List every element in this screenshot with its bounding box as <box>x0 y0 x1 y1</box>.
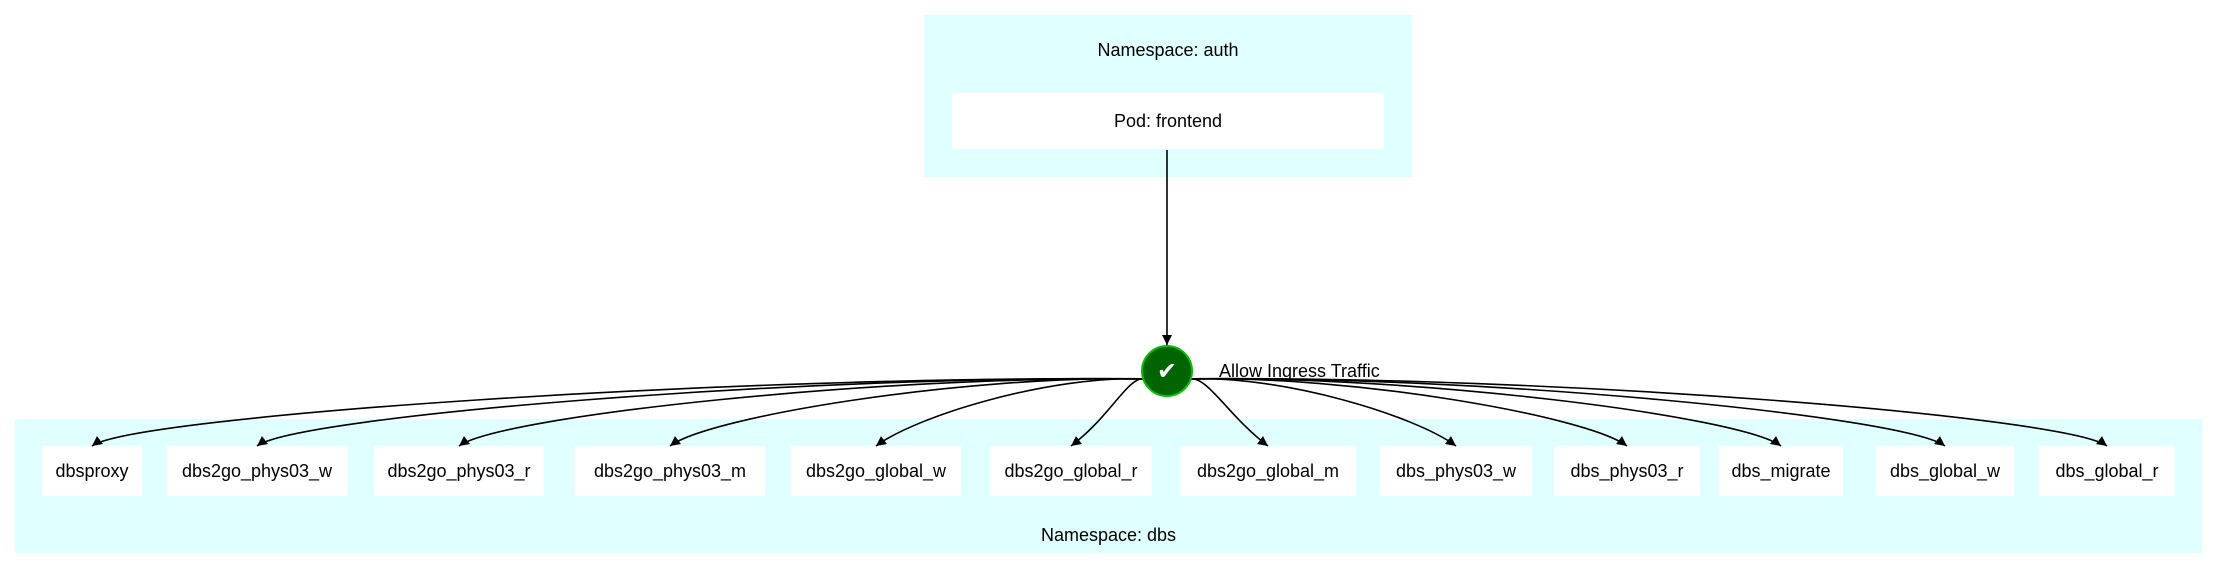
cluster-auth: Namespace: auth Pod: frontend <box>924 15 1412 177</box>
cluster-dbs-label: Namespace: dbs <box>1040 525 1177 545</box>
node-pod-frontend[interactable]: Pod: frontend <box>952 93 1384 149</box>
edge-policy-to-dbs2go_phys03_w <box>256 377 1146 447</box>
node-dbs2go_phys03_r[interactable]: dbs2go_phys03_r <box>374 446 544 496</box>
node-dbs2go_global_w[interactable]: dbs2go_global_w <box>791 446 961 496</box>
node-dbs2go_phys03_m[interactable]: dbs2go_phys03_m <box>575 446 765 496</box>
edge-policy-to-dbs_global_r <box>1188 377 2108 447</box>
node-dbs_global_r[interactable]: dbs_global_r <box>2039 446 2175 496</box>
edge-policy-to-dbs2go_global_m <box>1188 378 1269 447</box>
edge-policy-to-dbs_migrate <box>1188 377 1782 447</box>
edge-policy-to-dbs2go_phys03_r <box>458 377 1146 447</box>
edge-policy-to-dbs2go_global_w <box>875 377 1146 447</box>
edge-policy-to-dbs_global_w <box>1188 377 1946 447</box>
node-dbs_migrate[interactable]: dbs_migrate <box>1719 446 1843 496</box>
node-dbs2go_global_m[interactable]: dbs2go_global_m <box>1180 446 1356 496</box>
node-dbs_global_w[interactable]: dbs_global_w <box>1876 446 2014 496</box>
node-dbs_phys03_w[interactable]: dbs_phys03_w <box>1380 446 1532 496</box>
edge-policy-to-dbs2go_phys03_m <box>669 377 1146 447</box>
node-dbs2go_phys03_w[interactable]: dbs2go_phys03_w <box>167 446 347 496</box>
edge-policy-to-dbsproxy <box>91 377 1146 447</box>
node-dbs2go_global_r[interactable]: dbs2go_global_r <box>990 446 1152 496</box>
edge-policy-to-dbs2go_global_r <box>1070 378 1146 447</box>
cluster-auth-label: Namespace: auth <box>1097 40 1239 60</box>
edge-policy-to-dbs_phys03_w <box>1188 377 1457 447</box>
checkmark-icon[interactable]: ✔ <box>1141 345 1193 397</box>
node-dbs_phys03_r[interactable]: dbs_phys03_r <box>1554 446 1700 496</box>
node-dbsproxy[interactable]: dbsproxy <box>42 446 142 496</box>
policy-label: Allow Ingress Traffic <box>1219 361 1380 381</box>
